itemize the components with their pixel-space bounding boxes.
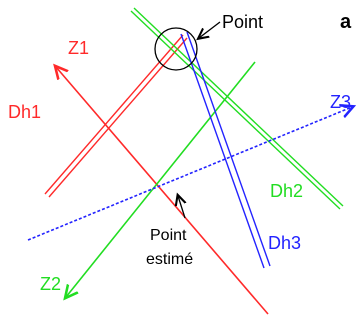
point-arrow: [199, 21, 221, 38]
dh1-double-line: [44, 34, 188, 198]
dh1-label: Dh1: [8, 102, 41, 122]
point-label: Point: [222, 12, 263, 32]
dh3-double-line: [180, 31, 271, 269]
z1-axis: [56, 67, 269, 315]
dh3-label: Dh3: [268, 233, 301, 253]
z2-label: Z2: [40, 274, 61, 294]
z3-label: Z3: [330, 92, 351, 112]
estimated-point-label-line2: estimé: [146, 251, 193, 268]
dh2-double-line: [130, 7, 344, 210]
z3-axis: [27, 107, 352, 241]
estimated-point-label-line1: Point: [150, 227, 187, 244]
z2-axis: [66, 150, 274, 297]
estimated-point-arrow: [178, 196, 185, 219]
corner-label: a: [340, 11, 352, 33]
z2-axis-line: [66, 61, 256, 297]
z1-label: Z1: [68, 38, 89, 58]
point-circle: [154, 27, 198, 71]
dh2-label: Dh2: [270, 181, 303, 201]
